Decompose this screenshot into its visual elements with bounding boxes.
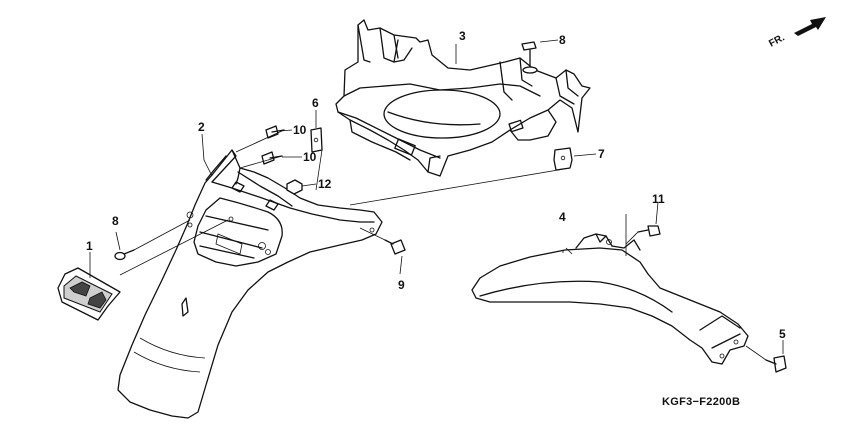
- front-direction-label: FR.: [767, 32, 787, 49]
- callout-10-lower: 10: [303, 150, 317, 164]
- part-9-bolt: [384, 239, 406, 255]
- callout-10-upper: 10: [293, 123, 307, 137]
- part-1-reflector: [57, 267, 121, 321]
- callout-6: 6: [312, 96, 319, 110]
- part-11-screw: [637, 225, 661, 237]
- part-10-screw-upper: [265, 125, 285, 139]
- callout-1: 1: [86, 239, 93, 253]
- part-12-nut: [286, 179, 303, 195]
- callout-12: 12: [318, 177, 332, 191]
- part-3-inner-box: [335, 19, 591, 177]
- part-7-clip: [553, 147, 573, 171]
- part-5-bolt: [765, 355, 787, 373]
- callout-2: 2: [198, 120, 205, 134]
- callout-8-top: 8: [559, 33, 566, 47]
- part-8-bolt-top: [521, 41, 538, 74]
- part-8-bolt-left: [114, 249, 135, 261]
- callout-8-left: 8: [112, 214, 119, 228]
- front-direction-indicator: FR.: [767, 17, 826, 50]
- callout-11: 11: [652, 192, 665, 206]
- front-arrow-icon: [794, 17, 826, 36]
- part-6-clip: [310, 127, 323, 153]
- part-2-rear-fender: [117, 149, 383, 419]
- callout-9: 9: [398, 278, 405, 292]
- part-10-screw-lower: [261, 151, 283, 165]
- callout-7: 7: [598, 147, 605, 161]
- callout-labels: 1 2 3 4 5 6 7 8 8 9 10 10 11 12: [86, 29, 786, 341]
- callout-3: 3: [459, 29, 466, 43]
- callout-5: 5: [779, 327, 786, 341]
- part-4-front-fender: [471, 233, 749, 365]
- leader-lines: [89, 39, 784, 361]
- diagram-code: KGF3−F2200B: [662, 396, 740, 408]
- callout-4: 4: [559, 210, 566, 224]
